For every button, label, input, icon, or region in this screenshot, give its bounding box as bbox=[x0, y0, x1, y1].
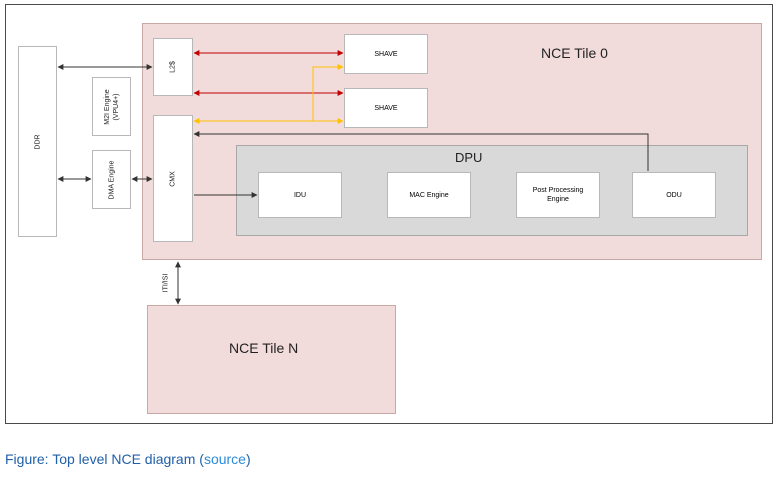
dma-engine-block: DMA Engine bbox=[92, 150, 131, 209]
figure-caption: Figure: Top level NCE diagram (source) bbox=[5, 451, 251, 467]
l2-cache-block: L2$ bbox=[153, 38, 193, 96]
mac-engine-label: MAC Engine bbox=[409, 191, 449, 199]
nce-tile-n-title: NCE Tile N bbox=[229, 340, 299, 356]
post-processing-block: Post Processing Engine bbox=[516, 172, 600, 218]
cmx-block: CMX bbox=[153, 115, 193, 242]
idu-label: IDU bbox=[293, 191, 307, 199]
m2i-engine-block: M2I Engine (VPU4+) bbox=[92, 77, 131, 136]
shave-block-2: SHAVE bbox=[344, 88, 428, 128]
nce-tile-0-title: NCE Tile 0 bbox=[541, 45, 608, 61]
shave-label-1: SHAVE bbox=[374, 50, 398, 58]
cmx-shave1-arrow bbox=[312, 64, 344, 121]
ddr-block: DDR bbox=[18, 46, 57, 237]
odu-cmx-arrow bbox=[193, 131, 649, 171]
shave-block-1: SHAVE bbox=[344, 34, 428, 74]
mac-engine-block: MAC Engine bbox=[387, 172, 471, 218]
shave-label-2: SHAVE bbox=[374, 104, 398, 112]
idu-block: IDU bbox=[258, 172, 342, 218]
caption-source-link[interactable]: source bbox=[203, 451, 246, 467]
dpu-title: DPU bbox=[455, 150, 483, 165]
caption-prefix: Figure: Top level NCE diagram ( bbox=[5, 451, 204, 467]
odu-label: ODU bbox=[666, 191, 682, 199]
odu-block: ODU bbox=[632, 172, 716, 218]
nce-tile-n: NCE Tile N bbox=[147, 305, 396, 414]
caption-suffix: ) bbox=[245, 451, 251, 467]
post-processing-label: Post Processing Engine bbox=[532, 187, 584, 203]
